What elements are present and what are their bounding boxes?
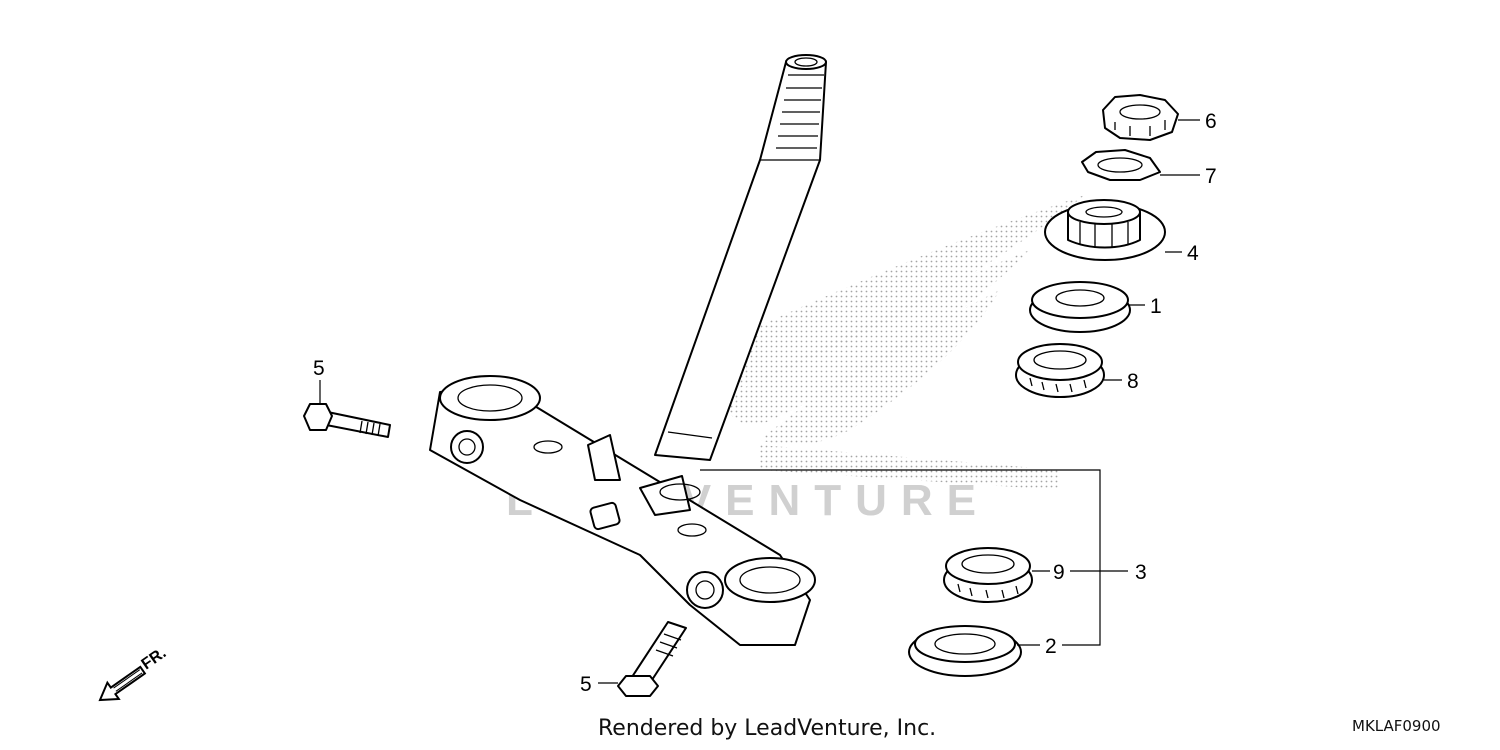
- lock-washer: [1081, 149, 1161, 181]
- callout-5-upper: 5: [313, 357, 325, 380]
- callout-4: 4: [1187, 242, 1199, 265]
- callout-9: 9: [1053, 561, 1065, 584]
- adjusting-nut: [1044, 199, 1166, 261]
- front-arrow-label: FR.: [139, 645, 170, 674]
- bolt-lower: [617, 621, 687, 697]
- honda-wing-watermark: [703, 195, 1085, 490]
- bolt-upper-left: [303, 403, 391, 438]
- lower-bearing: [943, 547, 1033, 603]
- lock-nut: [1102, 94, 1179, 141]
- lower-race: [908, 625, 1022, 677]
- callout-8: 8: [1127, 370, 1139, 393]
- callout-6: 6: [1205, 110, 1217, 133]
- callout-7: 7: [1205, 165, 1217, 188]
- callout-1: 1: [1150, 295, 1162, 318]
- dust-seal: [1029, 281, 1131, 333]
- steering-stem: [654, 54, 827, 461]
- callout-3: 3: [1135, 561, 1147, 584]
- callout-2: 2: [1045, 635, 1057, 658]
- bottom-bridge: [429, 375, 816, 646]
- front-arrow-icon: [98, 665, 147, 702]
- rendered-by-credit: Rendered by LeadVenture, Inc.: [598, 716, 937, 741]
- diagram-code: MKLAF0900: [1352, 717, 1441, 735]
- leader-lines: [319, 119, 1200, 684]
- callout-5-lower: 5: [580, 673, 592, 696]
- upper-bearing: [1015, 343, 1105, 398]
